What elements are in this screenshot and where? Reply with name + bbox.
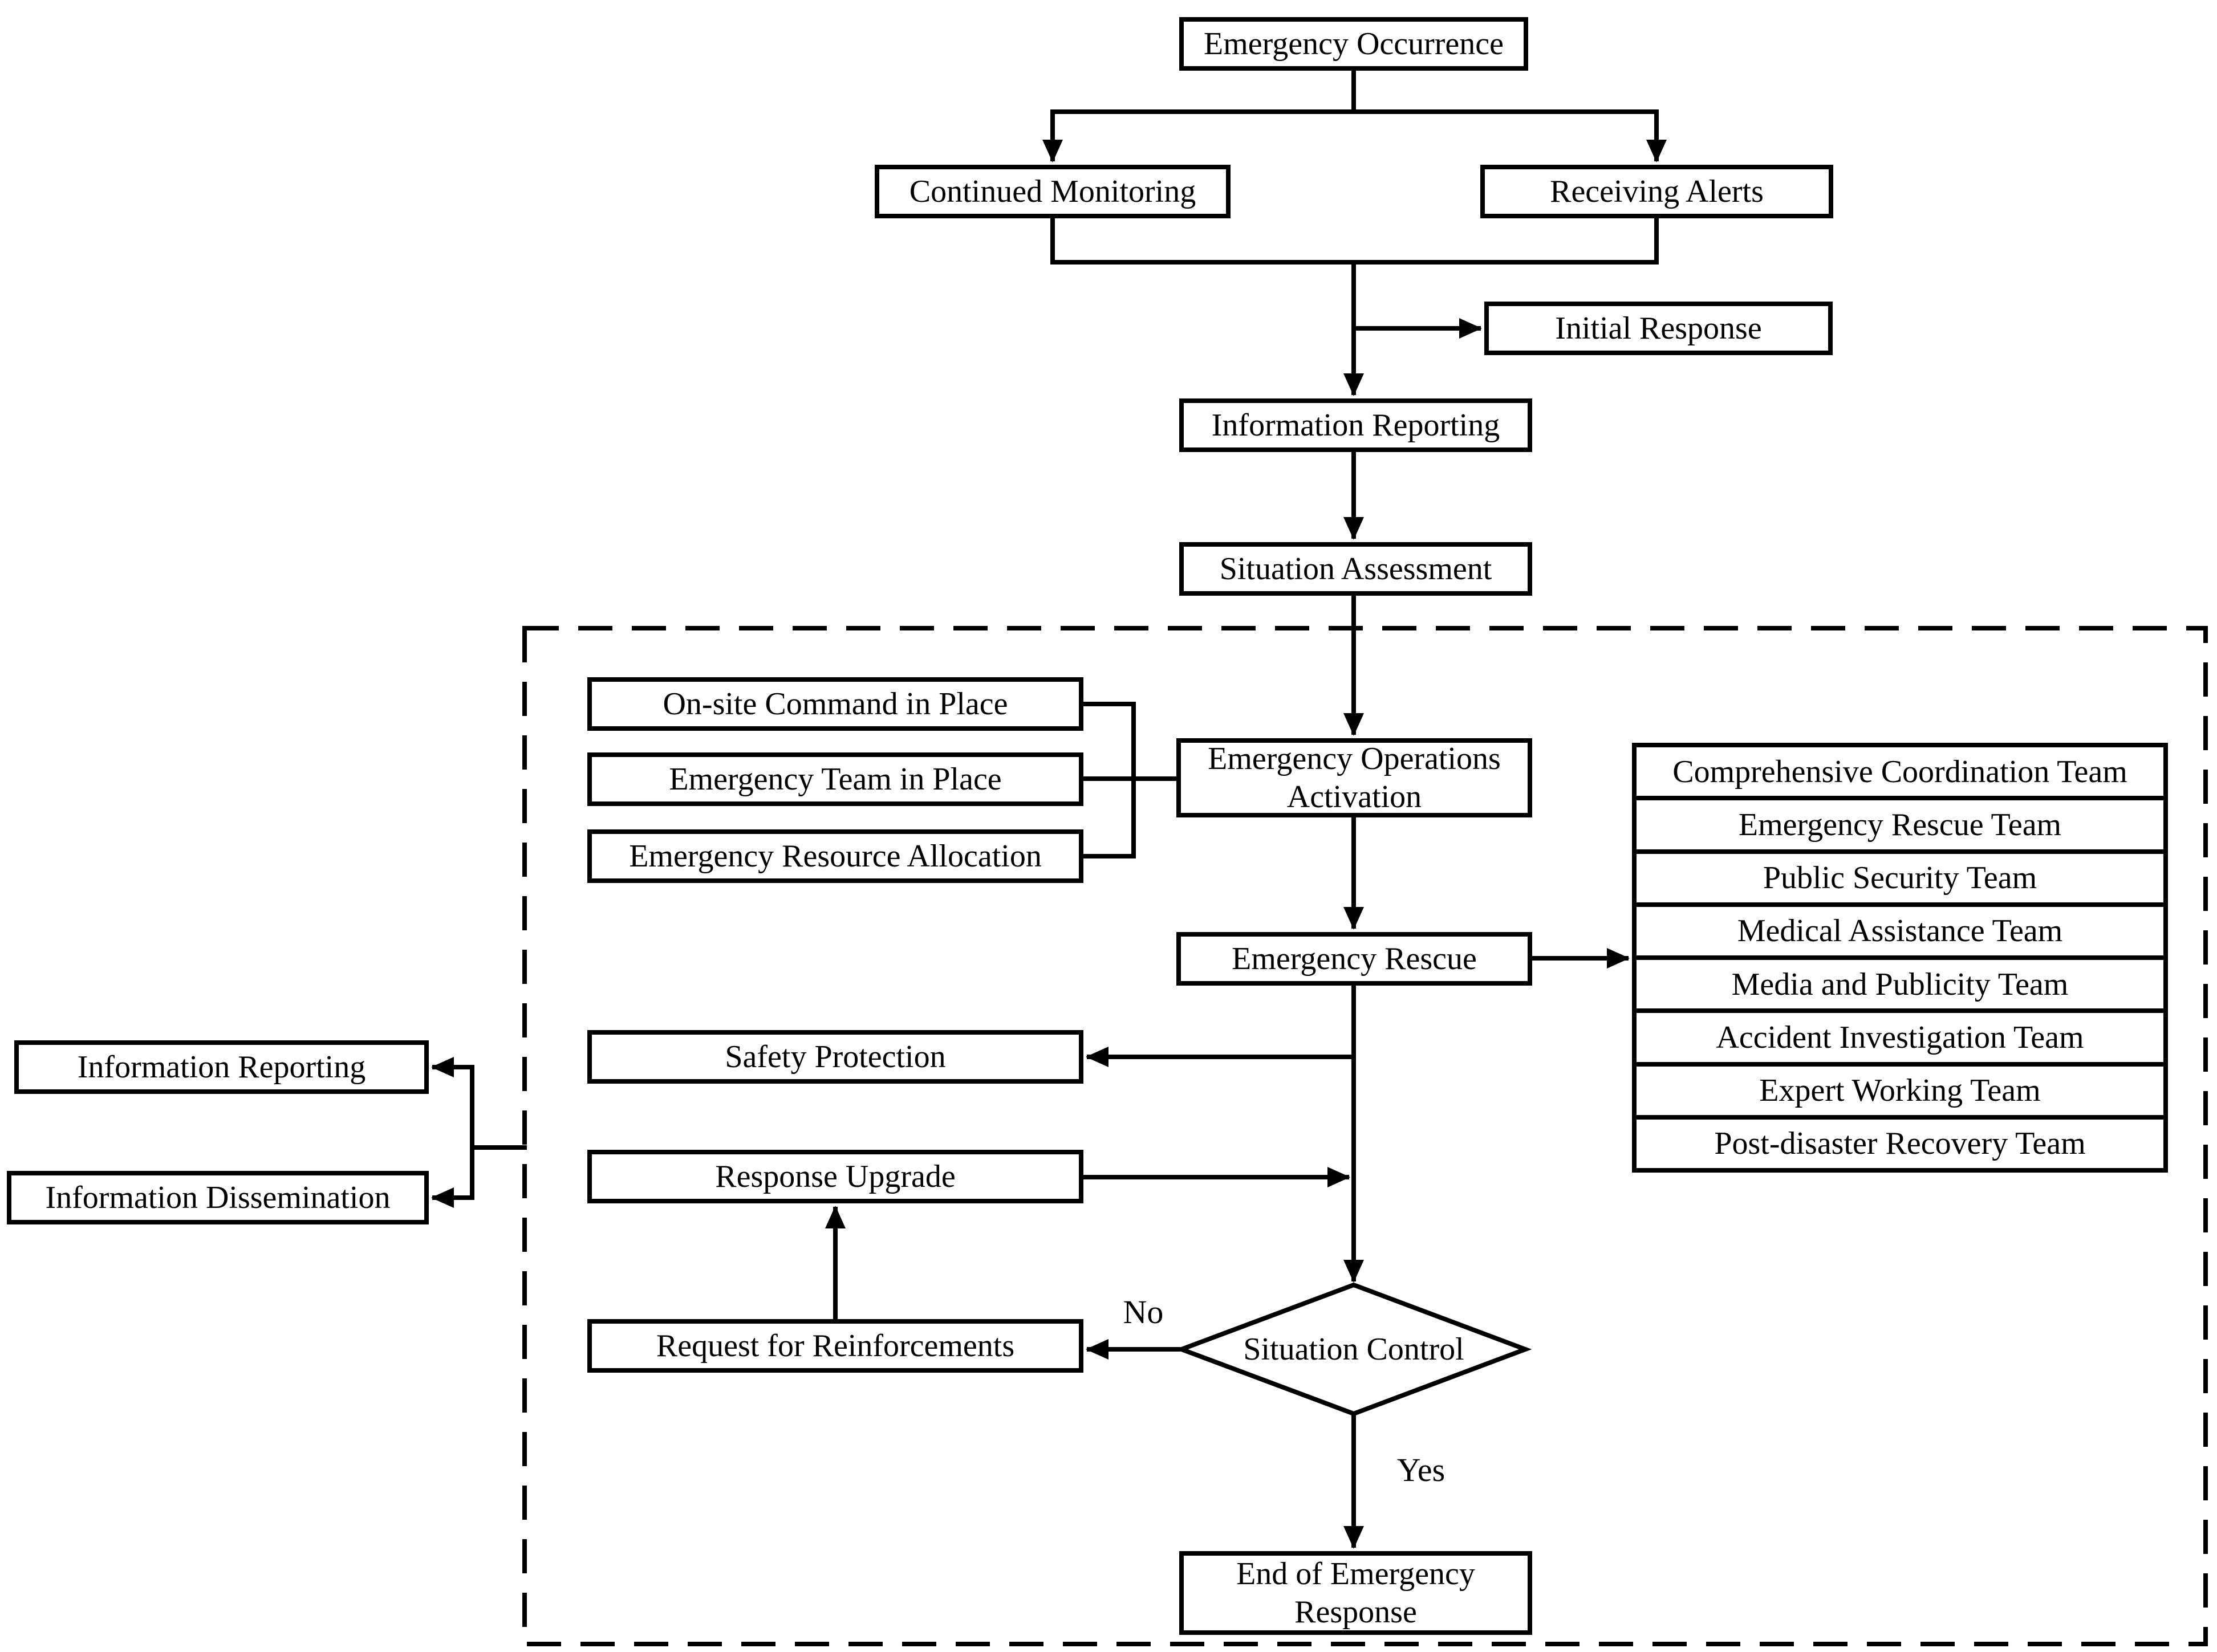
decision-situation-control: Situation Control — [1243, 1332, 1464, 1367]
node-end-of-emergency-response: End of Emergency Response — [1179, 1551, 1532, 1635]
node-safety-protection: Safety Protection — [587, 1030, 1083, 1084]
team-row-expert-working: Expert Working Team — [1637, 1061, 2163, 1115]
team-row-accident-investigation: Accident Investigation Team — [1637, 1008, 2163, 1061]
node-response-upgrade: Response Upgrade — [587, 1150, 1083, 1203]
node-receiving-alerts: Receiving Alerts — [1480, 165, 1833, 218]
team-list: Comprehensive Coordination Team Emergenc… — [1632, 743, 2168, 1173]
node-emergency-operations-activation: Emergency Operations Activation — [1176, 738, 1532, 817]
team-row-post-disaster-recovery: Post-disaster Recovery Team — [1637, 1114, 2163, 1168]
node-emergency-resource-allocation: Emergency Resource Allocation — [587, 829, 1083, 883]
node-emergency-team-in-place: Emergency Team in Place — [587, 752, 1083, 806]
label-yes: Yes — [1396, 1451, 1445, 1488]
node-onsite-command-in-place: On-site Command in Place — [587, 677, 1083, 731]
node-emergency-occurrence: Emergency Occurrence — [1179, 17, 1528, 71]
team-row-emergency-rescue: Emergency Rescue Team — [1637, 796, 2163, 849]
node-continued-monitoring: Continued Monitoring — [875, 165, 1231, 218]
team-row-medical-assistance: Medical Assistance Team — [1637, 902, 2163, 955]
team-row-media-publicity: Media and Publicity Team — [1637, 955, 2163, 1008]
team-row-comprehensive-coordination: Comprehensive Coordination Team — [1672, 754, 2127, 790]
node-request-for-reinforcements: Request for Reinforcements — [587, 1319, 1083, 1373]
node-situation-assessment: Situation Assessment — [1179, 542, 1532, 596]
node-emergency-rescue: Emergency Rescue — [1176, 932, 1532, 986]
label-no: No — [1123, 1293, 1164, 1330]
node-information-reporting: Information Reporting — [1179, 398, 1532, 452]
node-information-reporting-external: Information Reporting — [14, 1040, 429, 1094]
decision-diamond — [1175, 1282, 1532, 1417]
node-information-dissemination: Information Dissemination — [7, 1171, 429, 1224]
dashed-response-boundary — [522, 626, 2208, 1646]
team-row-public-security: Public Security Team — [1637, 849, 2163, 902]
node-initial-response: Initial Response — [1484, 302, 1833, 355]
